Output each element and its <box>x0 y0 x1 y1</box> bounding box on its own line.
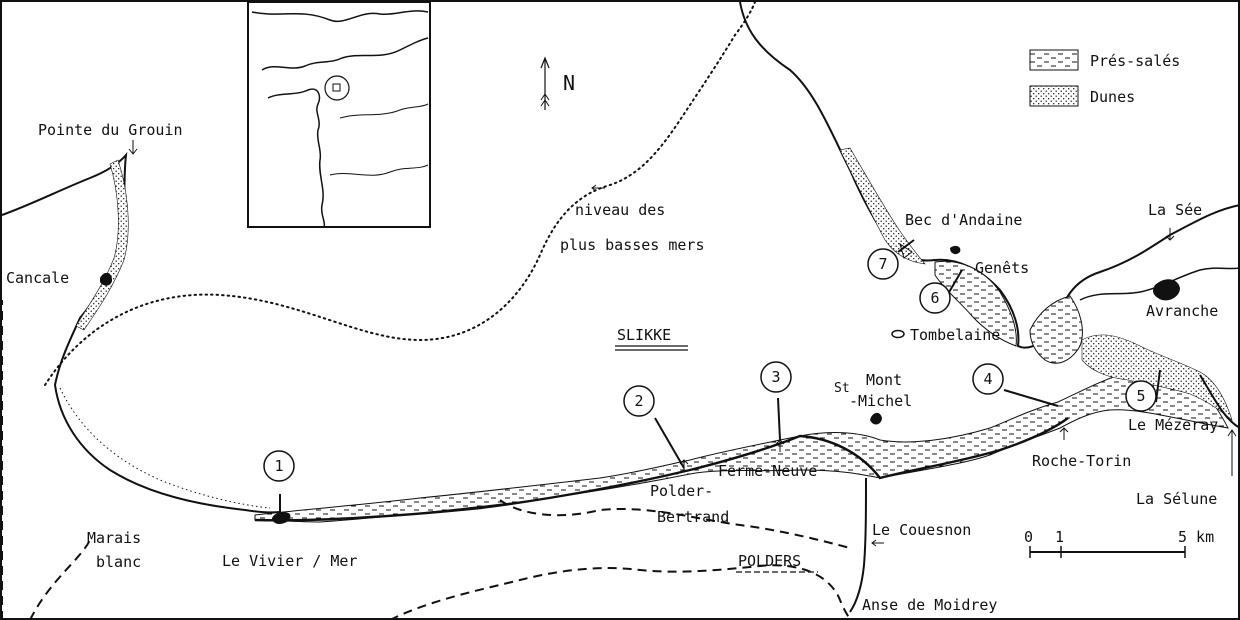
label-le-mezeray: Le Mézeray <box>1128 416 1218 434</box>
tombelaine-islet <box>891 329 905 339</box>
avranches-town <box>1153 279 1180 301</box>
label-mont-st-sup: St <box>834 381 850 396</box>
pointer-arrows <box>128 140 1237 547</box>
see-river <box>1059 204 1240 326</box>
svg-text:2: 2 <box>634 392 643 410</box>
legend-label-pres-sales: Prés-salés <box>1090 52 1180 70</box>
le-vivier-town <box>272 511 291 524</box>
label-la-see: La Sée <box>1148 201 1202 219</box>
west-coastline <box>1 151 281 514</box>
label-polder-line1: Polder- <box>650 482 713 500</box>
label-marais-line2: blanc <box>96 553 141 571</box>
label-avranche: Avranche <box>1146 302 1218 320</box>
genets-dunes <box>839 147 926 265</box>
label-tombelaine: Tombelaine <box>910 326 1000 344</box>
label-polder-line2: Bertrand <box>657 508 729 526</box>
south-salt-marsh <box>254 367 1229 523</box>
north-arrow: N <box>540 56 575 110</box>
polder-boundary-west <box>1 300 91 620</box>
scale-bar: 0 1 5 km <box>1024 528 1214 558</box>
legend-label-dunes: Dunes <box>1090 88 1135 106</box>
label-la-selune: La Sélune <box>1136 490 1217 508</box>
genets-town <box>950 245 961 255</box>
label-mont: Mont <box>866 371 902 389</box>
svg-text:1: 1 <box>274 457 283 475</box>
legend: Prés-salés Dunes <box>1029 49 1180 107</box>
label-slikke: SLIKKE <box>617 326 671 344</box>
svg-text:7: 7 <box>878 255 887 273</box>
polder-boundary-south <box>389 564 853 620</box>
inset-locator-map <box>247 1 431 228</box>
label-bec-andaine: Bec d'Andaine <box>905 211 1022 229</box>
transect-marker-7: 7 <box>867 248 899 280</box>
label-ferme-neuve: Ferme-Neuve <box>718 462 817 480</box>
label-marais-line1: Marais <box>87 529 141 547</box>
polder-boundary-middle <box>499 499 851 549</box>
genets-coastline <box>739 1 1061 349</box>
scale-label-zero: 0 <box>1024 528 1033 546</box>
scale-label-one: 1 <box>1055 528 1064 546</box>
low-tide-line <box>44 1 756 386</box>
transect-markers: 1 2 3 4 5 6 7 <box>263 248 1157 482</box>
transect-marker-2: 2 <box>623 385 655 417</box>
couesnon-river <box>849 477 867 613</box>
label-cancale: Cancale <box>6 269 69 287</box>
label-le-vivier: Le Vivier / Mer <box>222 552 357 570</box>
label-le-couesnon: Le Couesnon <box>872 521 971 539</box>
legend-swatch-dunes <box>1029 85 1079 107</box>
label-roche-torin: Roche-Torin <box>1032 452 1131 470</box>
label-anse-de-moidrey: Anse de Moidrey <box>862 596 997 614</box>
svg-text:3: 3 <box>771 368 780 386</box>
transect-marker-5: 5 <box>1125 380 1157 412</box>
avranches-dunes <box>1081 334 1233 421</box>
label-polders: POLDERS <box>738 552 801 570</box>
west-dune-strip <box>75 159 129 331</box>
label-niveau-line2: plus basses mers <box>560 236 705 254</box>
avranches-marsh <box>1029 295 1083 364</box>
cancale-town <box>100 272 112 286</box>
label-mont-michel: -Michel <box>849 392 912 410</box>
transect-lines <box>279 239 1161 516</box>
transect-marker-1: 1 <box>263 450 295 482</box>
svg-text:5: 5 <box>1136 387 1145 405</box>
label-niveau-line1: niveau des <box>575 201 665 219</box>
north-label: N <box>563 71 575 95</box>
transect-marker-6: 6 <box>919 282 951 314</box>
mont-st-michel-islet <box>870 412 882 425</box>
label-genets: Genêts <box>975 259 1029 277</box>
polder-dike <box>254 417 1069 522</box>
svg-text:4: 4 <box>983 370 992 388</box>
transect-marker-4: 4 <box>972 363 1004 395</box>
svg-text:6: 6 <box>930 289 939 307</box>
transect-marker-3: 3 <box>760 361 792 393</box>
scale-label-five: 5 km <box>1178 528 1214 546</box>
legend-swatch-pres-sales <box>1029 49 1079 71</box>
label-pointe-du-grouin: Pointe du Grouin <box>38 121 183 139</box>
